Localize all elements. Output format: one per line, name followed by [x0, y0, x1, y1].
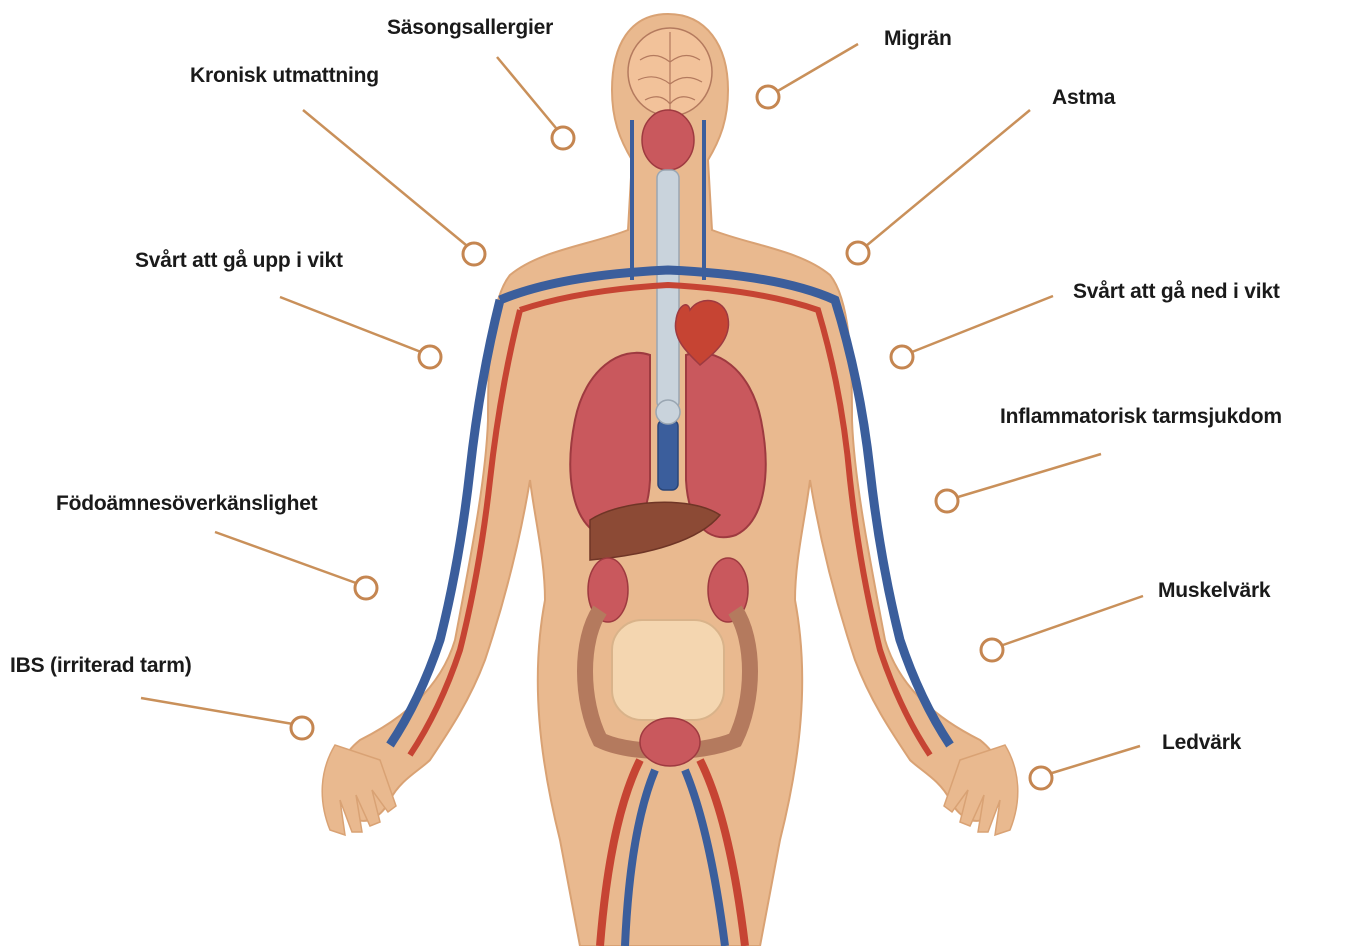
label-hard-gain-weight: Svårt att gå upp i vikt	[135, 249, 343, 273]
callout-ring-seasonal-allergies	[552, 127, 574, 149]
callout-ring-joint-pain	[1030, 767, 1052, 789]
callout-ring-ibs	[291, 717, 313, 739]
callout-ring-food-sensitivity	[355, 577, 377, 599]
label-chronic-fatigue: Kronisk utmattning	[190, 64, 379, 88]
label-hard-lose-weight: Svårt att gå ned i vikt	[1073, 280, 1280, 304]
callout-line-seasonal-allergies	[497, 57, 556, 128]
callout-ring-hard-lose-weight	[891, 346, 913, 368]
esophagus	[658, 420, 678, 490]
label-food-sensitivity: Födoämnesöverkänslighet	[56, 492, 317, 516]
label-joint-pain: Ledvärk	[1162, 731, 1241, 755]
callout-ring-hard-gain-weight	[419, 346, 441, 368]
callout-ring-chronic-fatigue	[463, 243, 485, 265]
thyroid-organ	[642, 110, 694, 170]
callout-line-muscle-pain	[1003, 596, 1143, 645]
callout-line-asthma	[866, 110, 1030, 246]
callout-line-migraine	[776, 44, 858, 92]
label-ibs: IBS (irriterad tarm)	[10, 654, 192, 678]
callout-line-hard-lose-weight	[912, 296, 1053, 352]
callout-line-chronic-fatigue	[303, 110, 466, 245]
label-seasonal-allergies: Säsongsallergier	[387, 16, 553, 40]
callout-line-food-sensitivity	[215, 532, 356, 583]
callout-ring-ibd	[936, 490, 958, 512]
label-muscle-pain: Muskelvärk	[1158, 579, 1270, 603]
trachea-junction	[656, 400, 680, 424]
trachea	[657, 170, 679, 410]
callout-ring-muscle-pain	[981, 639, 1003, 661]
small-intestine	[612, 620, 724, 720]
label-asthma: Astma	[1052, 86, 1115, 110]
label-ibd: Inflammatorisk tarmsjukdom	[1000, 405, 1282, 429]
callout-ring-asthma	[847, 242, 869, 264]
label-migraine: Migrän	[884, 27, 952, 51]
callout-line-ibd	[958, 454, 1101, 497]
callout-line-ibs	[141, 698, 293, 724]
callout-line-joint-pain	[1052, 746, 1140, 773]
callout-ring-migraine	[757, 86, 779, 108]
bladder	[640, 718, 700, 766]
callout-line-hard-gain-weight	[280, 297, 421, 352]
